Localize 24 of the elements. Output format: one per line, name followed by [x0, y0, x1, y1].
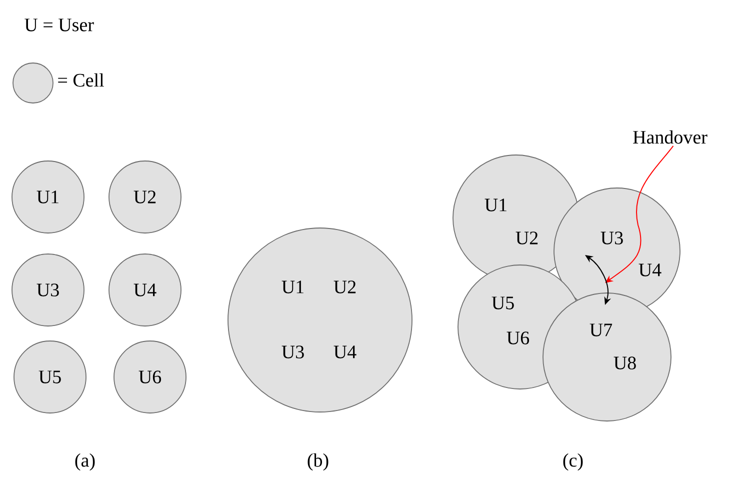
- user-label: U6: [138, 370, 162, 384]
- panel-label: (c): [563, 453, 583, 471]
- user-label: U6: [506, 332, 530, 344]
- user-label: U2: [516, 232, 538, 244]
- user-label: U2: [334, 280, 356, 294]
- user-label: U2: [134, 190, 156, 204]
- user-label: U4: [638, 264, 662, 276]
- user-label: U3: [282, 346, 304, 358]
- panel-label: (b): [308, 453, 328, 471]
- annotation-text: Handover: [633, 130, 708, 144]
- panel-label: (a): [75, 453, 95, 471]
- user-label: U7: [590, 324, 612, 336]
- legend-text: = Cell: [58, 73, 104, 87]
- user-label: U1: [36, 190, 58, 204]
- user-label: U4: [134, 284, 156, 296]
- user-label: U1: [484, 198, 506, 212]
- user-label: U1: [282, 280, 304, 294]
- legend-text: U = User: [24, 18, 94, 32]
- user-label: U4: [334, 346, 356, 358]
- user-label: U5: [492, 296, 514, 310]
- user-label: U3: [36, 284, 59, 296]
- user-label: U8: [614, 356, 636, 370]
- user-label: U5: [38, 370, 61, 384]
- user-label: U3: [600, 232, 623, 244]
